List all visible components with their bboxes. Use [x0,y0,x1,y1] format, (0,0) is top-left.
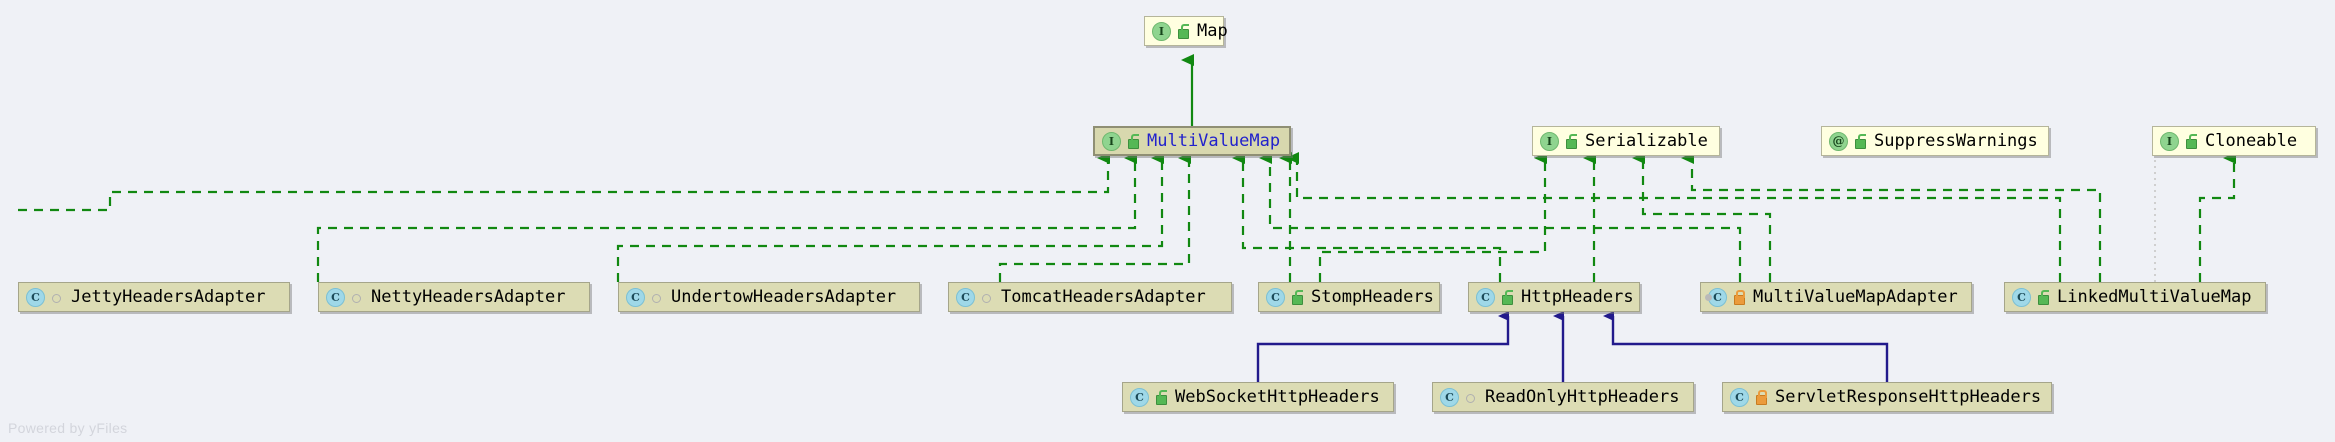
node-label: ReadOnlyHttpHeaders [1485,387,1680,407]
node-label: UndertowHeadersAdapter [671,287,897,307]
edge-tomcat-mvm [998,152,1191,282]
class-icon: C [626,287,645,307]
node-servletresponsehttpheaders[interactable]: C ServletResponseHttpHeaders [1722,382,2052,412]
edge-mvmadapter-mvm [1259,152,1742,282]
node-label: HttpHeaders [1521,287,1634,307]
unlocked-green-icon [1154,389,1167,405]
unlocked-green-icon [1176,23,1189,39]
package-private-icon [980,290,993,305]
node-httpheaders[interactable]: C HttpHeaders [1468,282,1640,312]
locked-orange-icon [1732,289,1745,305]
package-private-icon [650,290,663,305]
node-label: WebSocketHttpHeaders [1175,387,1380,407]
class-icon: C [326,287,345,307]
node-map[interactable]: I Map [1144,16,1228,46]
node-label: TomcatHeadersAdapter [1001,287,1206,307]
edge-stomp-serializable [1318,152,1547,282]
node-label: Cloneable [2205,131,2298,151]
node-tomcatheadersadapter[interactable]: C TomcatHeadersAdapter [948,282,1232,312]
realization-edges [18,54,2236,282]
class-icon: C [2012,287,2031,307]
edge-undertow-mvm [616,152,1164,282]
interface-icon: I [1102,131,1121,151]
unlocked-green-icon [2036,289,2049,305]
package-private-icon [1464,390,1477,405]
node-cloneable[interactable]: I Cloneable [2152,126,2316,156]
interface-icon: I [1540,131,1559,151]
node-label: StompHeaders [1311,287,1434,307]
node-websockethttpheaders[interactable]: C WebSocketHttpHeaders [1122,382,1394,412]
interface-icon: I [2160,131,2179,151]
edge-linkedmvm-cloneable [2198,152,2236,282]
class-icon: C [26,287,45,307]
edge-httpheaders-mvm [1232,152,1502,282]
abstract-class-icon: C [1705,287,1727,307]
interface-icon: I [1152,21,1171,41]
edge-linkedmvm-serializable [1681,152,2102,282]
node-undertowheadersadapter[interactable]: C UndertowHeadersAdapter [618,282,920,312]
node-label: LinkedMultiValueMap [2057,287,2252,307]
node-label: Map [1197,21,1228,41]
unlocked-green-icon [1290,289,1303,305]
node-linkedmultivaluemap[interactable]: C LinkedMultiValueMap [2004,282,2266,312]
node-suppresswarnings[interactable]: @ SuppressWarnings [1821,126,2049,156]
edge-websocket-httpheaders [1256,311,1510,382]
unlocked-green-icon [1126,133,1139,149]
inheritance-edges [1256,311,1889,382]
edge-servletresponse-httpheaders [1603,311,1889,382]
locked-orange-icon [1754,389,1767,405]
edge-netty-mvm [316,152,1137,282]
class-icon: C [1130,387,1149,407]
node-multivaluemap[interactable]: I MultiValueMap [1093,126,1291,156]
node-label: Serializable [1585,131,1708,151]
package-private-icon [350,290,363,305]
yfiles-watermark: Powered by yFiles [8,420,128,436]
node-multivaluemapadapter[interactable]: C MultiValueMapAdapter [1700,282,1972,312]
node-label: MultiValueMapAdapter [1753,287,1958,307]
node-jettyheadersadapter[interactable]: C JettyHeadersAdapter [18,282,290,312]
node-label: JettyHeadersAdapter [71,287,266,307]
package-private-icon [50,290,63,305]
node-stompheaders[interactable]: C StompHeaders [1258,282,1440,312]
node-serializable[interactable]: I Serializable [1532,126,1720,156]
class-icon: C [1440,387,1459,407]
unlocked-green-icon [1853,133,1866,149]
node-label: ServletResponseHttpHeaders [1775,387,2042,407]
class-icon: C [1476,287,1495,307]
node-nettyheadersadapter[interactable]: C NettyHeadersAdapter [318,282,590,312]
annotation-icon: @ [1829,131,1848,151]
node-readonlyhttpheaders[interactable]: C ReadOnlyHttpHeaders [1432,382,1694,412]
node-label: NettyHeadersAdapter [371,287,566,307]
class-icon: C [1266,287,1285,307]
edge-jetty-mvm [18,152,1110,212]
edge-mvmadapter-serializable [1632,152,1772,282]
class-icon: C [1730,387,1749,407]
edge-linkedmvm-mvm [1286,152,2062,282]
class-icon: C [956,287,975,307]
node-label: SuppressWarnings [1874,131,2038,151]
unlocked-green-icon [2184,133,2197,149]
unlocked-green-icon [1564,133,1577,149]
unlocked-green-icon [1500,289,1513,305]
node-label: MultiValueMap [1147,131,1281,151]
